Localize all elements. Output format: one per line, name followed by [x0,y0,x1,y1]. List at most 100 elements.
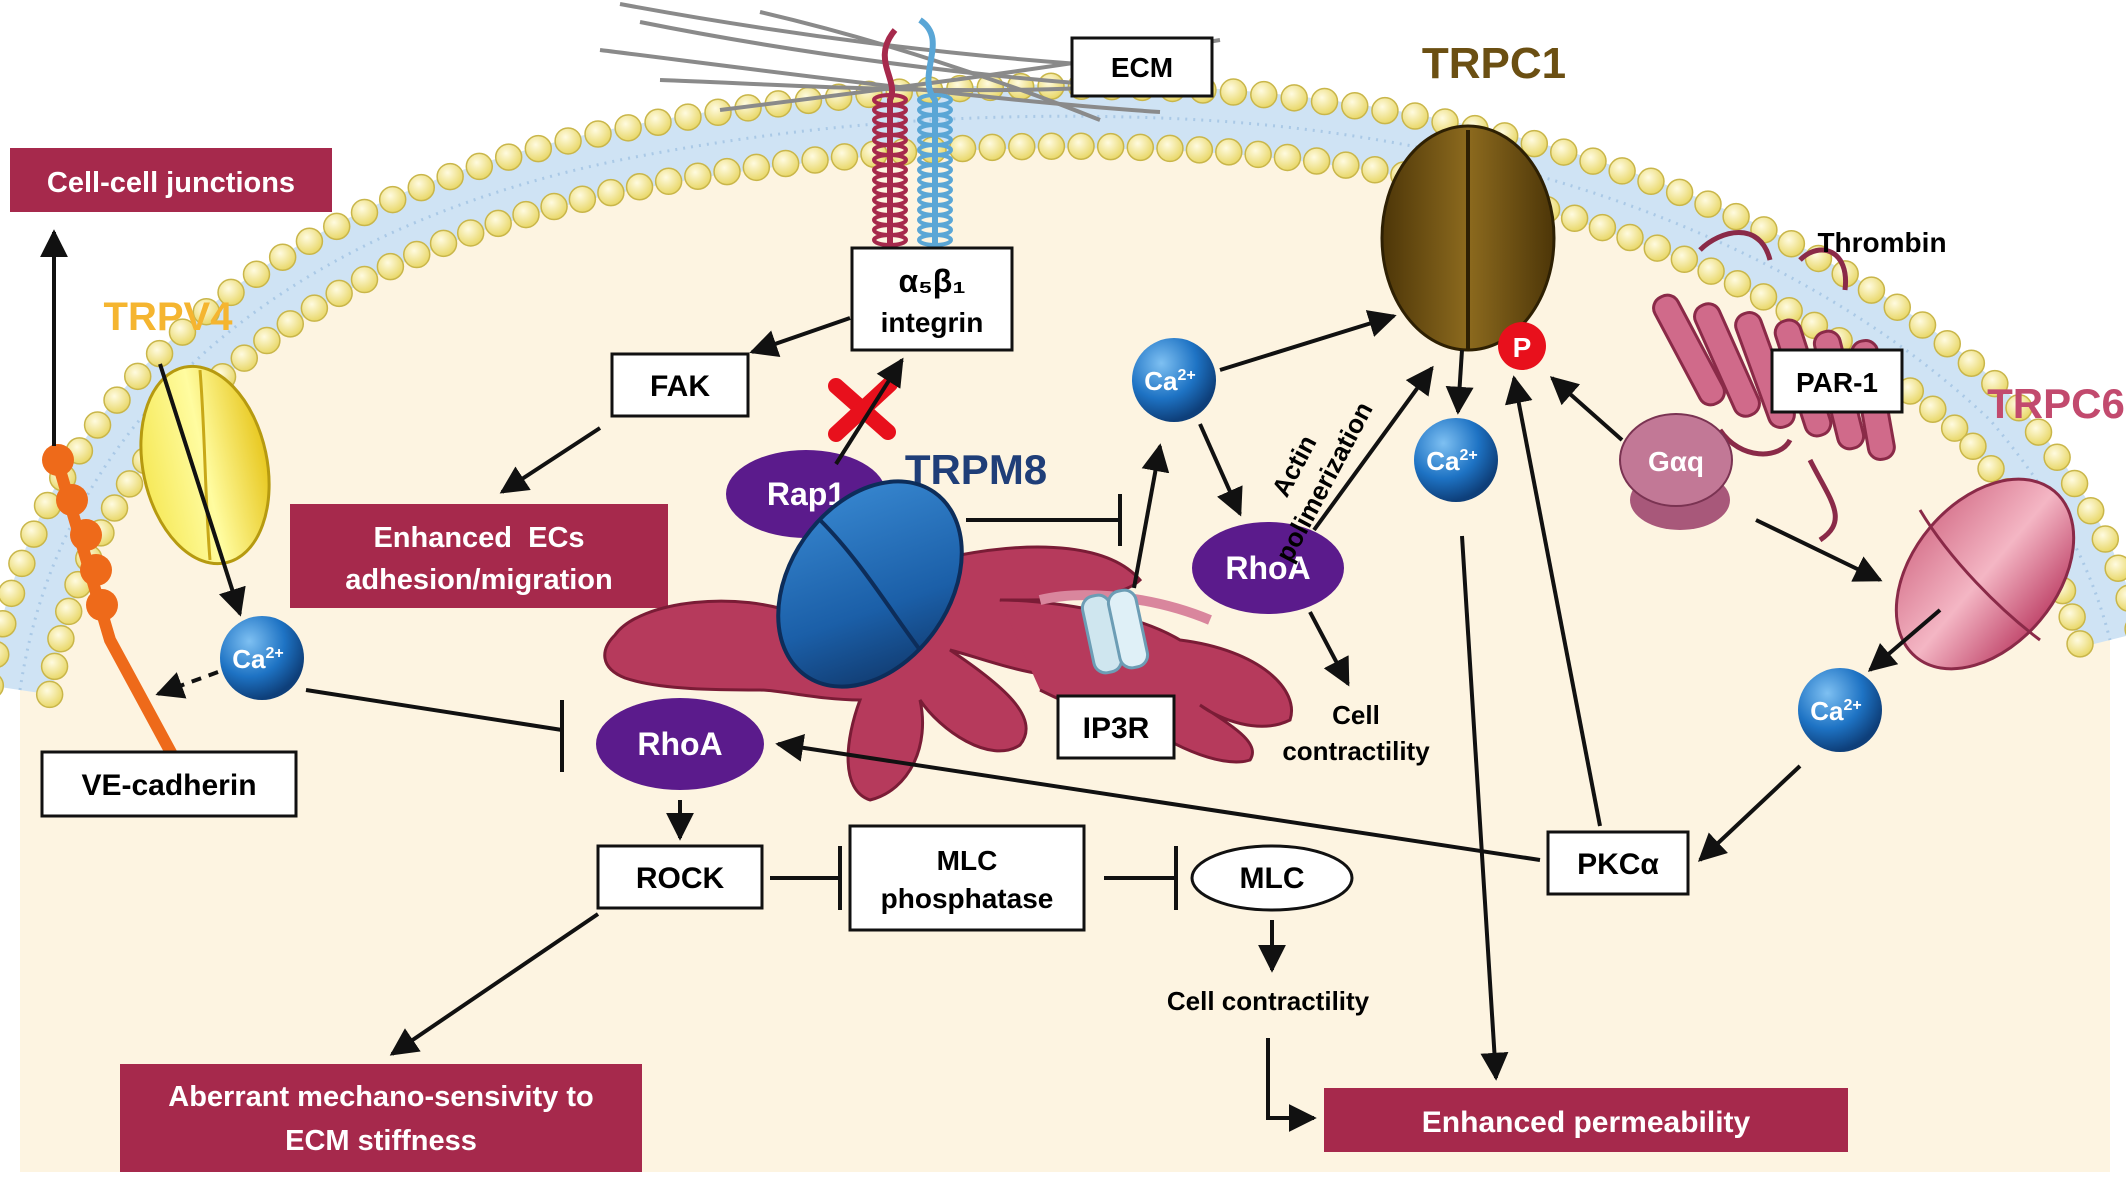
lipid-head [1549,138,1578,166]
trpm8-channel [776,479,964,689]
lipid-head [1643,234,1672,262]
lipid-head [1067,132,1095,161]
lipid-head [429,229,458,258]
integrin-coil [872,233,908,247]
fak-box: FAK [610,352,750,418]
lipid-head [83,411,112,439]
ve-cadherin-label: VE-cadherin [81,769,256,802]
lipid-head [948,134,977,163]
pathway-arrows [40,229,1942,1132]
lipid-head [1588,213,1617,242]
lipid-head [2115,584,2126,612]
ve-cadherin-molecule [42,444,181,763]
lipid-head [47,624,75,653]
lipid-head [1156,134,1184,163]
cell-contractility-upper-line1: Cell [1332,700,1380,730]
cell-contractility-lower: Cell contractility [1167,986,1370,1016]
lipid-head [403,240,431,269]
lipid-head [1777,230,1806,258]
lipid-head [276,310,305,338]
lipid-head [230,344,259,372]
enhanced-ecs-box: Enhanced ECs adhesion/migration [290,504,668,608]
trpc1-label: TRPC1 [1422,39,1566,88]
lipid-head [2091,525,2120,553]
lipid-head [35,680,64,709]
lipid-head [1670,245,1699,274]
lipid-head [801,146,829,174]
ecm-label: ECM [1111,52,1173,83]
lipid-head [1008,132,1036,161]
lipid-head [1697,257,1725,285]
enhanced-ecs-label-line1: Enhanced ECs [373,522,584,554]
lipid-head [1096,132,1125,161]
lipid-head [1665,178,1694,207]
lipid-head [654,167,683,196]
lipid-head [1933,329,1962,358]
ip3r-label: IP3R [1083,712,1150,745]
rock-box: ROCK [596,844,764,910]
lipid-head [54,597,83,626]
lipid-head [704,98,732,127]
lipid-head [2066,630,2094,658]
trpc6-channel [1894,477,2076,671]
pkca-label: PKCα [1577,848,1659,881]
lipid-head [168,318,197,346]
trpv4-channel [139,364,271,566]
aberrant-label-line2: ECM stiffness [285,1125,477,1157]
svg-text:Ca2+: Ca2+ [232,644,284,674]
par1-box: PAR-1 [1770,348,1904,414]
cell-contractility-upper-line2: contractility [1282,736,1430,766]
lipid-head [584,120,612,148]
trpc1-channel [1380,124,1556,352]
aberrant-label-line1: Aberrant mechano-sensivity to [168,1081,593,1113]
phospho-label: P [1513,332,1532,363]
lipid-head [614,114,642,142]
lipid-head [625,172,654,201]
lipid-head [1722,202,1750,231]
lipid-head [644,108,672,136]
lipid-head [1037,72,1065,101]
lipid-head [217,278,245,307]
lipid-head [1341,92,1369,120]
lipid-head [325,279,353,308]
lipid-head [100,494,129,522]
lipid-head [1608,157,1636,185]
lipid-head [1244,140,1272,169]
mlc-ellipse: MLC [1190,844,1354,912]
ca-ion-trpv4: Ca2+ [220,616,304,700]
mlc-phosphatase-box: MLC phosphatase [848,824,1086,932]
lipid-head [1723,269,1752,298]
lipid-head [295,227,324,256]
lipid-head [1616,223,1644,252]
lipid-head [771,149,800,178]
svg-text:Ca2+: Ca2+ [1810,696,1862,726]
lipid-head [978,133,1006,162]
lipid-head [376,252,405,281]
lipid-head [0,579,26,608]
lipid-head [378,185,407,214]
mlc-phosphatase-label-line2: phosphatase [881,883,1054,914]
lipid-head [1977,454,2005,483]
lipid-head [407,173,436,202]
lipid-head [145,339,174,368]
mlc-label: MLC [1240,862,1305,895]
gaq-label: Gαq [1648,446,1704,477]
lipid-head [2076,497,2105,525]
lipid-head [2005,394,2033,422]
lipid-head [1302,147,1331,175]
lipid-head [456,219,485,247]
aberrant-mechano-box: Aberrant mechano-sensivity to ECM stiffn… [120,1064,642,1172]
integrin-box: α₅β₁ integrin [850,246,1014,352]
lipid-head [494,143,523,171]
cell-cell-junctions-label: Cell-cell junctions [47,167,295,199]
lipid-head [192,297,221,326]
lipid-head [1280,84,1308,112]
lipid-head [540,192,568,221]
ca-ion-trpc1: Ca2+ [1414,418,1498,502]
thrombin-label: Thrombin [1817,227,1946,258]
lipid-head [1908,311,1937,339]
lipid-head [465,152,494,181]
trpv4-label: TRPV4 [104,295,234,339]
integrin-coil [917,233,953,247]
lipid-head [1883,293,1912,321]
